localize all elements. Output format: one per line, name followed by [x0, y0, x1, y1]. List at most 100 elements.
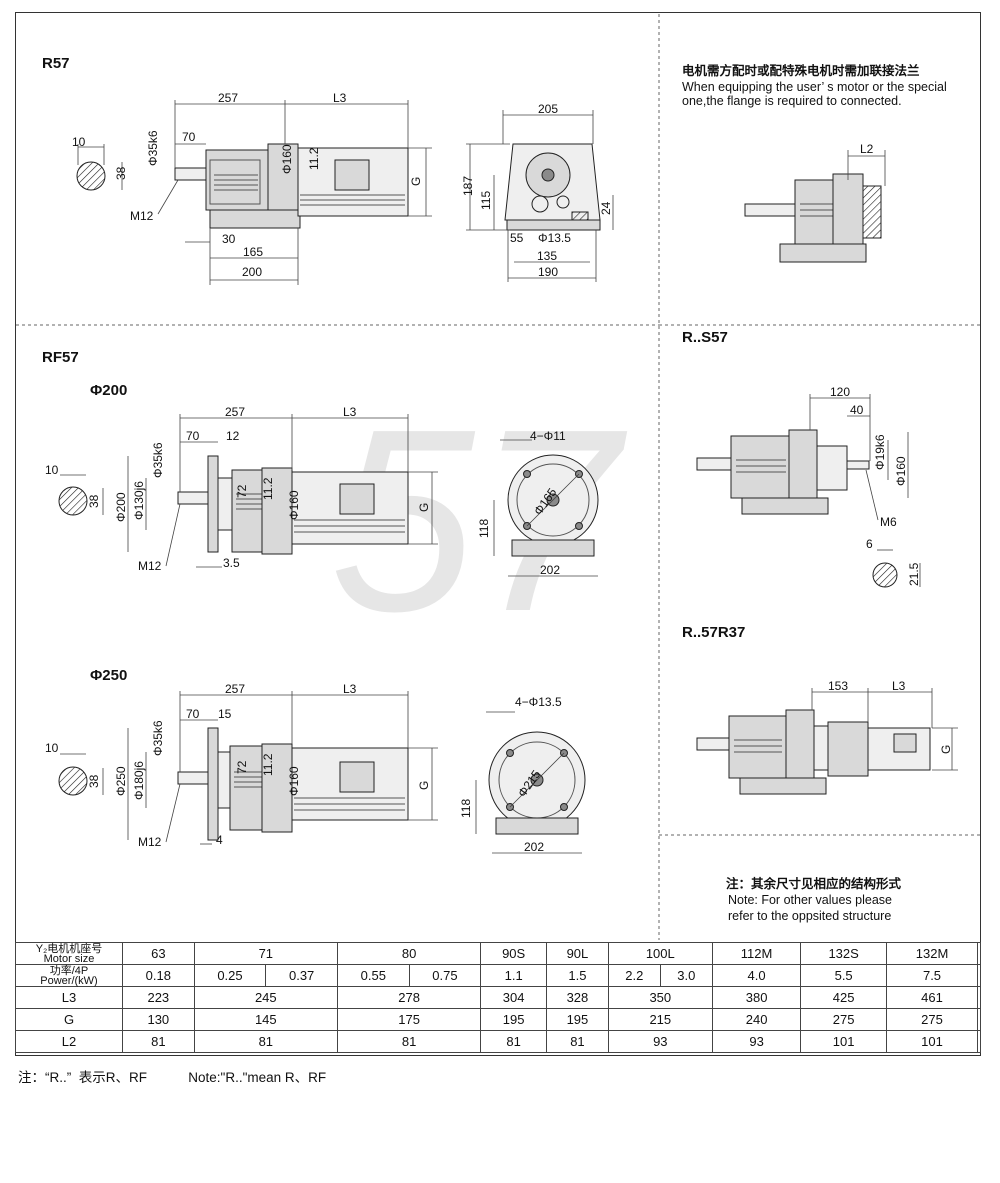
table-cell: 1.1	[480, 964, 548, 987]
motor-size-label-en: Motor size	[43, 952, 95, 965]
footnote-cn: 注：“R..” 表示R、RF	[18, 1070, 147, 1085]
rf250-dim-l3: L3	[343, 682, 357, 696]
table-cell	[977, 942, 981, 965]
r57-dim-190: 190	[538, 265, 558, 279]
table-cell: 145	[193, 1008, 338, 1031]
table-cell	[977, 1030, 981, 1053]
rf200-dim-3-5: 3.5	[223, 556, 240, 570]
r57-dim-187: 187	[461, 176, 475, 196]
rf200-dim-130j6: Φ130j6	[132, 481, 146, 520]
r57-dim-g: G	[409, 177, 423, 186]
table-cell: 195	[480, 1008, 548, 1031]
rf57-title: RF57	[42, 349, 79, 366]
rf250-dim-160: Φ160	[287, 766, 301, 796]
rf250-dim-118: 118	[459, 799, 473, 818]
table-cell: 1.5	[546, 964, 609, 987]
rs57-dim-6: 6	[866, 537, 873, 551]
footnote-en: Note:"R.."mean R、RF	[188, 1070, 327, 1085]
rf250-dim-10: 10	[45, 741, 59, 755]
table-row-l3: L3 223 245 278 304 328 350 380 425 461	[15, 986, 981, 1009]
r57-title: R57	[42, 55, 70, 72]
rf200-dim-38: 38	[87, 494, 101, 508]
table-cell: 175	[336, 1008, 482, 1031]
rf57-sub200: Φ200	[90, 382, 127, 399]
rf250-dim-15: 15	[218, 707, 232, 721]
table-cell: 100L	[607, 942, 713, 965]
table-row-g: G 130 145 175 195 195 215 240 275 275	[15, 1008, 981, 1031]
other-note-en-2: refer to the oppsited structure	[728, 909, 891, 923]
r57r37-dim-153: 153	[828, 679, 848, 693]
table-cell: 328	[546, 986, 609, 1009]
rf200-dim-g: G	[417, 503, 431, 512]
footnote: 注：“R..” 表示R、RF Note:"R.."mean R、RF	[18, 1066, 326, 1086]
r57-dim-165: 165	[243, 245, 263, 259]
table-row-power: 功率/4P Power/(kW) 0.18 0.25 0.37 0.55 0.7…	[15, 964, 981, 987]
rf57-250-drawing: Φ250 10 38 257 L3 70 15 Φ35k6 Φ180j6	[45, 667, 586, 854]
power-label-cn: 功率/4P	[49, 964, 89, 977]
table-cell: 93	[711, 1030, 802, 1053]
rf200-dim-70: 70	[186, 429, 200, 443]
table-cell: 425	[800, 986, 887, 1009]
power-label-en: Power/(kW)	[40, 974, 98, 987]
rf200-dim-10: 10	[45, 463, 59, 477]
rf200-dim-200: Φ200	[114, 492, 128, 522]
table-cell: 304	[480, 986, 548, 1009]
table-cell: 380	[711, 986, 802, 1009]
spec-table: Y₂电机机座号 Motor size 63 71 80 90S 90L 100L…	[15, 942, 981, 1053]
table-cell: 2.2	[607, 964, 661, 987]
r57-dim-30: 30	[222, 232, 236, 246]
rf200-dim-12: 12	[226, 429, 240, 443]
r57-dim-38: 38	[114, 166, 128, 180]
table-cell: 215	[607, 1008, 713, 1031]
table-cell: 278	[336, 986, 482, 1009]
table-cell	[977, 964, 981, 987]
table-cell: 81	[546, 1030, 609, 1053]
r57-dim-13-5: Φ13.5	[538, 231, 571, 245]
table-cell: 101	[800, 1030, 887, 1053]
table-cell: 132M	[885, 942, 979, 965]
rs57-dim-160: Φ160	[894, 456, 908, 486]
r57-dim-200: 200	[242, 265, 262, 279]
table-cell: 81	[122, 1030, 195, 1053]
rs57-drawing: R..S57 120 40 Φ19k6 Φ160 M6 6 21.5	[682, 329, 921, 588]
drawing-frame	[15, 12, 981, 1056]
rs57-dim-21-5: 21.5	[907, 562, 921, 586]
flange-note-drawing: 电机需方配时或配特殊电机时需加联接法兰 When equipping the u…	[682, 63, 947, 263]
r57-dim-11-2: 11.2	[307, 147, 321, 170]
r57-dim-257: 257	[218, 91, 238, 105]
r57-dim-205: 205	[538, 102, 558, 116]
rs57-dim-m6: M6	[880, 515, 897, 529]
rf250-dim-72: 72	[235, 760, 249, 774]
rf200-dim-72: 72	[235, 484, 249, 498]
rf250-dim-180j6: Φ180j6	[132, 761, 146, 800]
rf250-dim-m12: M12	[138, 835, 162, 849]
r57-dim-24: 24	[599, 201, 613, 215]
row-header-l3: L3	[15, 986, 123, 1009]
rf200-dim-11-2: 11.2	[261, 477, 275, 500]
rf250-dim-4x13-5: 4−Φ13.5	[515, 695, 562, 709]
row-header-g: G	[15, 1008, 123, 1031]
rf200-dim-m12: M12	[138, 559, 162, 573]
r57-drawing: R57 10 38 257 L3 70 Φ35k6	[42, 55, 614, 285]
rs57-dim-40: 40	[850, 403, 864, 417]
flange-note-en-1: When equipping the user’ s motor or the …	[682, 80, 947, 94]
flange-note-cn: 电机需方配时或配特殊电机时需加联接法兰	[682, 63, 920, 78]
r57r37-drawing: R..57R37 153 L3 G	[682, 624, 958, 795]
row-header-motor-size: Y₂电机机座号 Motor size	[15, 942, 123, 965]
table-cell: 80	[336, 942, 482, 965]
rf200-dim-l3: L3	[343, 405, 357, 419]
table-cell: 101	[885, 1030, 979, 1053]
rf250-dim-4: 4	[216, 833, 223, 847]
table-cell	[977, 1008, 981, 1031]
table-cell: 4.0	[711, 964, 802, 987]
table-cell: 240	[711, 1008, 802, 1031]
table-cell: 93	[607, 1030, 713, 1053]
table-cell: 461	[885, 986, 979, 1009]
table-cell: 195	[546, 1008, 609, 1031]
r57-dim-160: Φ160	[280, 144, 294, 174]
table-cell: 7.5	[885, 964, 979, 987]
table-cell: 223	[122, 986, 195, 1009]
rs57-dim-19k6: Φ19k6	[873, 434, 887, 470]
table-cell: 275	[800, 1008, 887, 1031]
